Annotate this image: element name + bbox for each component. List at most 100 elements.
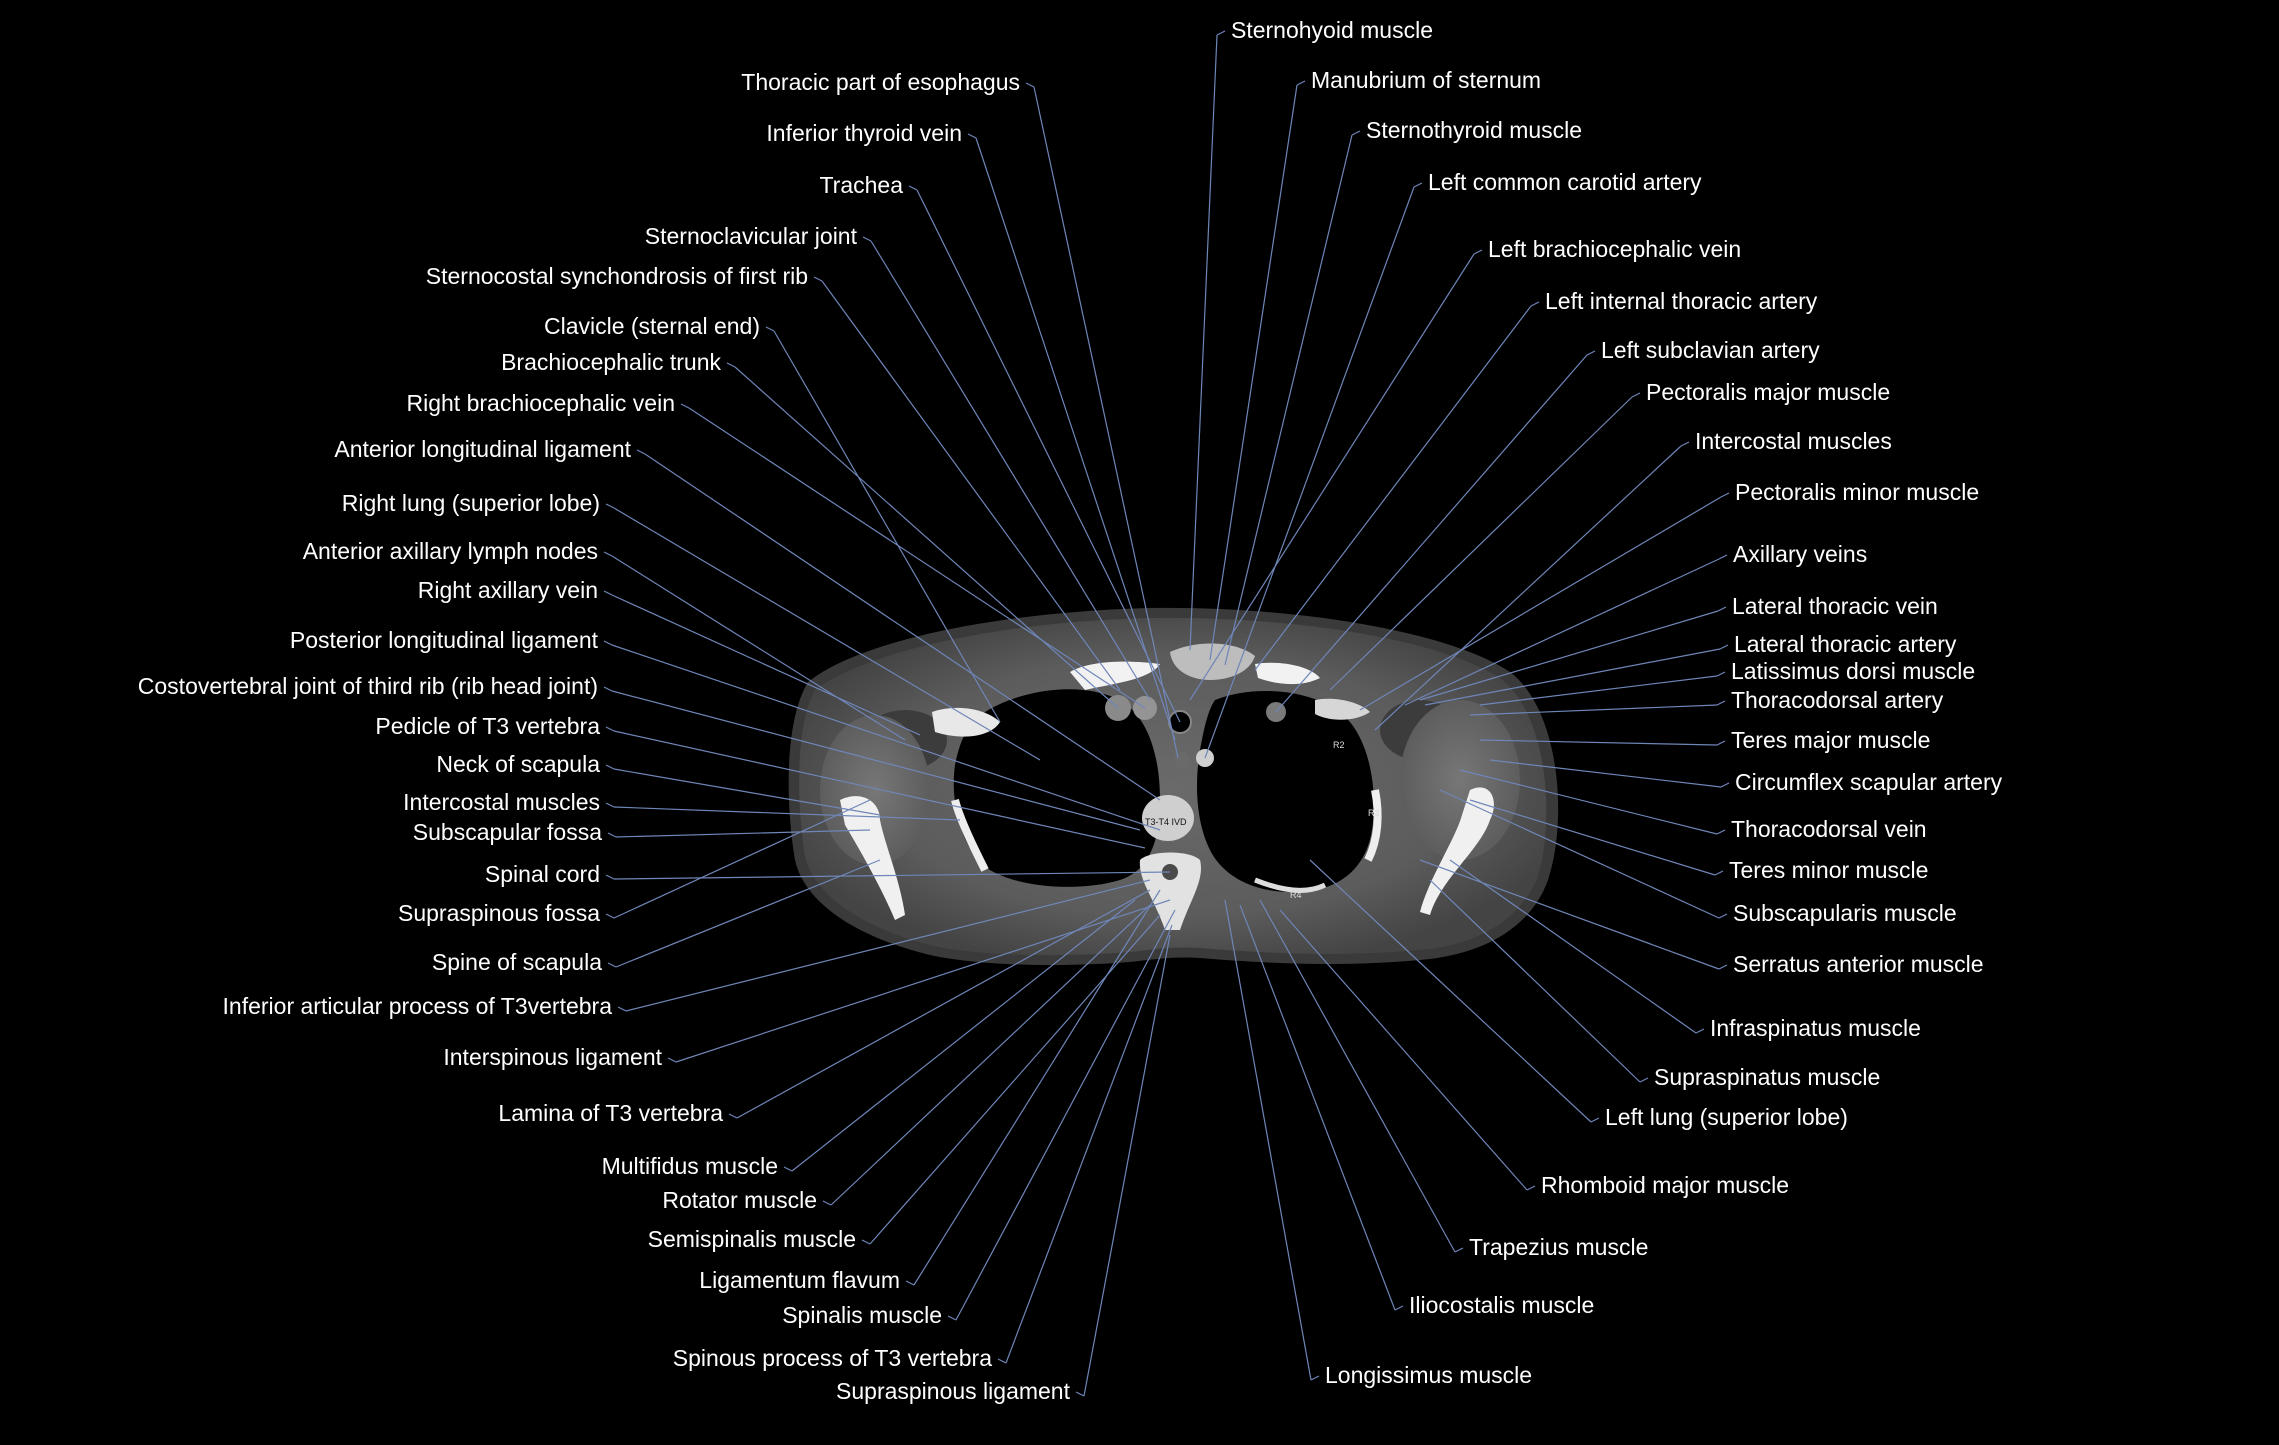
label-left-lung-superior-lobe: Left lung (superior lobe): [1605, 1104, 1848, 1130]
labels-right: Sternohyoid muscle Manubrium of sternum …: [1231, 17, 2003, 1388]
left-clavicle: [1315, 698, 1370, 720]
label-longissimus-muscle: Longissimus muscle: [1325, 1362, 1532, 1388]
leader-line: [1526, 1185, 1536, 1191]
leader-line: [947, 1315, 957, 1321]
leader-line: [1530, 301, 1540, 307]
label-brachiocephalic-trunk: Brachiocephalic trunk: [501, 349, 721, 375]
leader-line: [813, 276, 823, 282]
label-supraspinous-fossa: Supraspinous fossa: [398, 900, 600, 926]
label-thoracic-part-of-esophagus: Thoracic part of esophagus: [741, 69, 1020, 95]
right-lung-region: [953, 689, 1160, 887]
leader-line: [1454, 1247, 1464, 1253]
right-clavicle: [932, 707, 1000, 737]
leader-line: [1469, 704, 1718, 716]
leader-line: [1351, 130, 1361, 136]
label-left-common-carotid-artery: Left common carotid artery: [1428, 169, 1702, 195]
label-pedicle-t3: Pedicle of T3 vertebra: [375, 713, 600, 739]
leader-line: [1394, 1305, 1404, 1311]
leader-line: [1449, 859, 1697, 1034]
label-rotator-muscle: Rotator muscle: [662, 1187, 817, 1213]
label-semispinalis-muscle: Semispinalis muscle: [648, 1226, 856, 1252]
labels-left: Thoracic part of esophagus Inferior thyr…: [138, 69, 1071, 1404]
leader-line: [1590, 1117, 1600, 1123]
leader-line: [1639, 1077, 1649, 1083]
leader-line: [1224, 899, 1312, 1381]
leader-line: [955, 909, 1176, 1321]
leader-line: [615, 859, 881, 968]
label-lateral-thoracic-vein: Lateral thoracic vein: [1732, 593, 1938, 619]
leader-line: [1296, 80, 1306, 86]
label-sternoclavicular-joint: Sternoclavicular joint: [645, 223, 858, 249]
right-scapula: [840, 796, 905, 920]
leader-line: [1469, 799, 1716, 876]
leader-line: [605, 764, 615, 770]
leader-line: [625, 879, 1151, 1012]
leader-line: [1005, 924, 1173, 1364]
label-intercostal-muscles-right: Intercostal muscles: [1695, 428, 1892, 454]
right-posterior-rib: [951, 798, 989, 872]
rib-label-r4: R4: [1290, 890, 1302, 900]
label-manubrium-of-sternum: Manubrium of sternum: [1311, 67, 1541, 93]
leader-line: [613, 799, 871, 919]
label-supraspinatus-muscle: Supraspinatus muscle: [1654, 1064, 1880, 1090]
leader-line: [667, 1057, 677, 1063]
label-sternohyoid-muscle: Sternohyoid muscle: [1231, 17, 1433, 43]
leader-line: [1479, 739, 1718, 746]
leader-line: [1695, 1028, 1705, 1034]
label-iliocostalis-muscle: Iliocostalis muscle: [1409, 1292, 1594, 1318]
vertebral-level-label: T3-T4 IVD: [1145, 817, 1187, 827]
leader-line: [611, 644, 1161, 831]
leader-line: [821, 280, 1121, 691]
leader-line: [1075, 1391, 1085, 1397]
leader-line: [613, 871, 1171, 880]
leader-line: [613, 730, 1146, 849]
leader-line: [1033, 86, 1179, 759]
label-lateral-thoracic-artery: Lateral thoracic artery: [1734, 631, 1957, 657]
leader-line: [765, 326, 775, 332]
leader-line: [1716, 671, 1726, 677]
leader-line: [822, 1200, 832, 1206]
label-trapezius-muscle: Trapezius muscle: [1469, 1234, 1648, 1260]
leader-line: [605, 874, 615, 880]
leader-line: [675, 899, 1171, 1063]
leader-lines: [603, 30, 1730, 1397]
leader-line: [611, 555, 906, 741]
label-right-lung-superior-lobe: Right lung (superior lobe): [342, 490, 600, 516]
leader-line: [607, 962, 617, 968]
leader-line: [1359, 496, 1722, 711]
leader-line: [1275, 354, 1588, 713]
leader-line: [734, 366, 1119, 709]
leader-line: [1083, 934, 1171, 1397]
leader-line: [611, 594, 921, 736]
leader-line: [613, 507, 1041, 761]
leader-line: [688, 407, 1146, 709]
leader-line: [830, 904, 1151, 1206]
label-spinalis-muscle: Spinalis muscle: [782, 1302, 942, 1328]
leader-line: [1189, 34, 1218, 651]
label-right-brachiocephalic-vein: Right brachiocephalic vein: [407, 390, 676, 416]
label-inferior-articular-process-t3: Inferior articular process of T3vertebra: [223, 993, 613, 1019]
leader-line: [1310, 1375, 1320, 1381]
leader-line: [1720, 492, 1730, 498]
leader-line: [611, 690, 1141, 831]
leader-line: [1259, 899, 1456, 1253]
label-posterior-longitudinal-ligament: Posterior longitudinal ligament: [290, 627, 599, 653]
label-neck-of-scapula: Neck of scapula: [436, 751, 600, 777]
soft-tissue: [799, 617, 1547, 956]
label-spine-of-scapula: Spine of scapula: [432, 949, 602, 975]
left-scapula: [1420, 787, 1494, 915]
label-clavicle-sternal-end: Clavicle (sternal end): [544, 313, 760, 339]
leader-line: [869, 914, 1161, 1245]
leader-line: [1279, 909, 1528, 1191]
leader-line: [636, 449, 646, 455]
leader-line: [783, 1166, 793, 1172]
label-infraspinatus-muscle: Infraspinatus muscle: [1710, 1015, 1921, 1041]
leader-line: [1309, 859, 1592, 1123]
leader-line: [997, 1358, 1007, 1364]
leader-line: [1716, 740, 1726, 746]
leader-line: [862, 236, 872, 242]
leader-line: [1680, 441, 1690, 447]
left-first-rib: [1255, 662, 1320, 685]
label-axillary-veins: Axillary veins: [1733, 541, 1867, 567]
leader-line: [1189, 253, 1475, 701]
